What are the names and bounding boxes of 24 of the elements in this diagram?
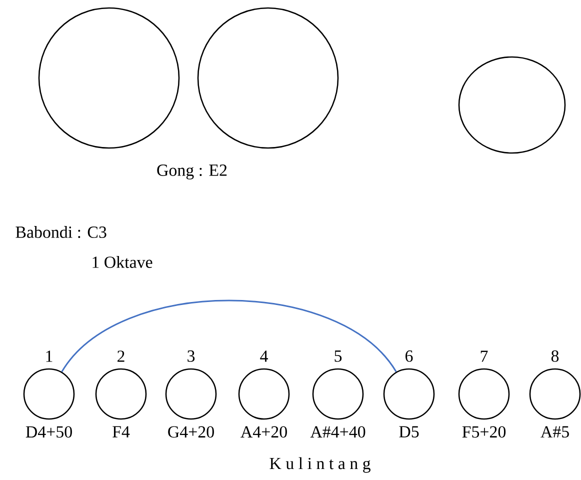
caption-label: Gong : E2 bbox=[157, 164, 227, 180]
number-label: 6 bbox=[406, 350, 413, 362]
number-label: 5 bbox=[334, 350, 342, 362]
note-label: F4 bbox=[112, 426, 130, 438]
note-label: F5+20 bbox=[462, 426, 506, 438]
number-label: 7 bbox=[480, 350, 488, 362]
note-label: A#5 bbox=[540, 426, 569, 438]
caption-label: 1 Oktave bbox=[92, 256, 152, 268]
number-label: 2 bbox=[118, 350, 124, 362]
caption-label: Babondi : C3 bbox=[16, 226, 106, 238]
babondi-circle bbox=[458, 56, 566, 154]
arc-line bbox=[61, 300, 397, 372]
note-label: A#4+40 bbox=[310, 426, 366, 438]
number-label: 3 bbox=[188, 350, 195, 362]
number-label: 1 bbox=[46, 350, 52, 362]
gong-circle bbox=[197, 7, 339, 149]
gong-circle bbox=[38, 7, 180, 149]
note-label: D4+50 bbox=[26, 426, 72, 438]
instrument-label: K u l i n t a n g bbox=[270, 457, 370, 473]
number-label: 4 bbox=[260, 350, 268, 362]
number-label: 8 bbox=[551, 350, 559, 362]
note-label: A4+20 bbox=[240, 426, 287, 438]
note-label: D5 bbox=[399, 426, 419, 438]
note-label: G4+20 bbox=[168, 426, 214, 438]
